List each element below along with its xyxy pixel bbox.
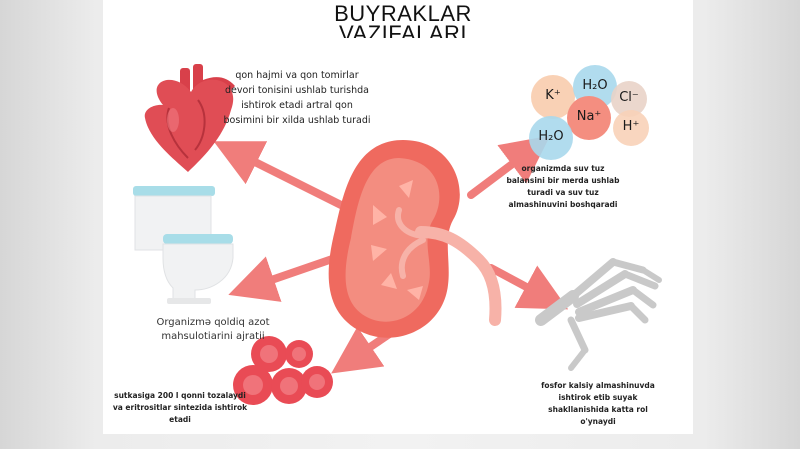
hand-bone-illustration [535, 258, 662, 371]
ion-cl-label: Cl⁻ [619, 90, 639, 105]
heart-illustration [144, 64, 235, 172]
arrow-to-toilet [228, 252, 345, 302]
infographic-slide: K⁺ H₂O Cl⁻ Na⁺ H⁺ H₂O BUYRAKLAR VAZIFALA… [103, 0, 693, 434]
title-line-1: BUYRAKLAR [334, 4, 472, 26]
blood-function-text: sutkasiga 200 l qonni tozalaydi va eritr… [112, 391, 248, 424]
title-line-2: VAZIFALARI [338, 24, 468, 38]
arrow-to-heart [213, 141, 345, 209]
heart-function-text: qon hajmi va qon tomirlar devori tonisin… [223, 70, 371, 126]
ion-bubbles [529, 65, 649, 160]
excretion-function-text: Organizmə qoldiq azot mahsulotiarini ajr… [156, 317, 270, 342]
arrow-to-ions [467, 135, 551, 199]
arrow-to-bone [487, 264, 569, 310]
ion-k-label: K⁺ [545, 88, 561, 103]
toilet-illustration [133, 186, 234, 304]
diagram-art [133, 64, 662, 405]
ion-h2o-top-label: H₂O [582, 78, 608, 93]
water-salt-function-text: organizmda suv tuz balansini bir merda u… [506, 164, 620, 209]
ion-h-label: H⁺ [622, 119, 640, 134]
ion-h2o-bottom-label: H₂O [538, 129, 564, 144]
blood-cells [233, 336, 333, 405]
ion-na-label: Na⁺ [576, 109, 602, 124]
kidney-illustration [328, 140, 502, 338]
bone-function-text: fosfor kalsiy almashinuvda ishtirok etib… [541, 381, 655, 426]
